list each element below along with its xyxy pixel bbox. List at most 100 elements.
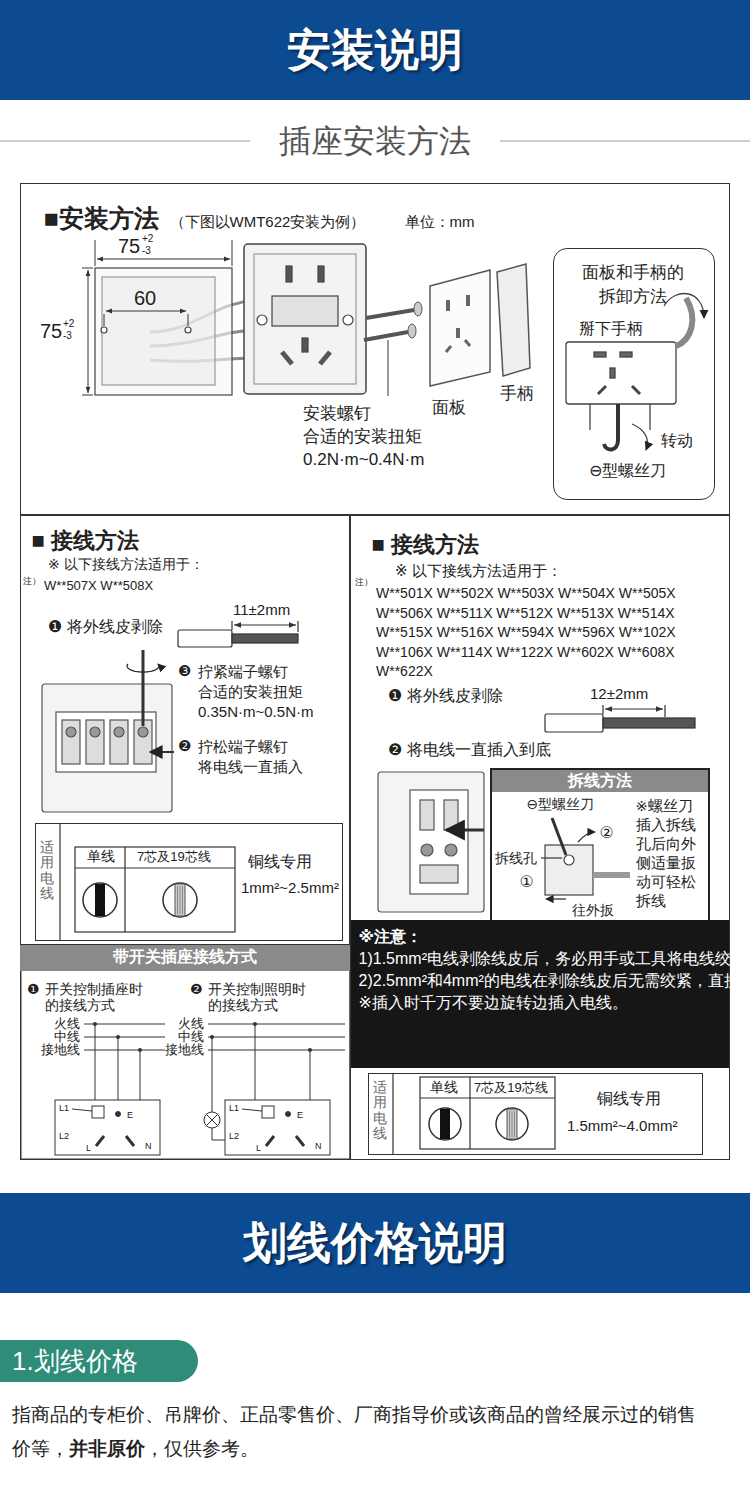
callout-number: ② <box>600 823 614 842</box>
stripped-wire <box>602 705 603 714</box>
face-panel-drawing <box>430 270 490 386</box>
mounting-screws <box>414 302 422 316</box>
wall-box-drawing <box>95 268 232 395</box>
removal-illustration <box>620 352 632 357</box>
pin-label: L2 <box>59 1131 69 1141</box>
note-text: ※ 以下接线方法适用于： <box>395 562 562 580</box>
notice-box: ※注意：1)1.5mm²电线剥除线皮后，务必用手或工具将电线绞紧后再插入端子孔。… <box>351 920 729 1068</box>
table-grid <box>392 1073 393 1155</box>
dimension-label: 75 <box>118 236 140 256</box>
wire-section-icon <box>507 1109 517 1139</box>
removal-illustration <box>594 352 606 357</box>
wire-section-icon <box>440 1109 450 1139</box>
handle-drawing <box>497 264 530 376</box>
removal-illustration <box>598 386 640 394</box>
paragraph: 指商品的专柜价、吊牌价、正品零售价、厂商指导价或该商品的曾经展示过的销售价等，并… <box>12 1398 704 1466</box>
switch-socket-box <box>55 1100 160 1155</box>
junction-dot <box>308 1048 312 1052</box>
socket-terminal-drawing <box>378 772 484 912</box>
wire-section-icon <box>429 1108 461 1140</box>
switch-socket-symbol <box>72 1106 304 1146</box>
wire-label: 中线 <box>150 1030 204 1043</box>
circuit-wires <box>212 1037 213 1112</box>
face-panel-drawing <box>446 340 470 352</box>
callout-number: ❸ <box>178 662 191 680</box>
socket-base-drawing <box>244 244 366 394</box>
lamp-symbol <box>204 1112 220 1128</box>
removal-illustration <box>676 298 692 346</box>
tolerance-label: -3 <box>142 245 151 256</box>
pin-label: L1 <box>59 1103 69 1113</box>
table-grid <box>59 823 60 941</box>
removal-illustration <box>649 404 650 430</box>
wire-label: 接地线 <box>150 1043 204 1056</box>
circuit-wires <box>255 1024 256 1100</box>
pin-label: L2 <box>229 1131 239 1141</box>
wall-box-drawing <box>101 327 107 333</box>
terminal-drawing <box>150 751 174 753</box>
table-header: 适用电线 <box>373 1080 387 1142</box>
wire-section-icon <box>510 1111 515 1137</box>
terminal-drawing <box>86 720 104 764</box>
notice-heading: ※注意： <box>359 926 721 948</box>
removal-panel: 面板和手柄的拆卸方法掰下手柄转动⊖型螺丝刀 <box>553 248 715 500</box>
wall-box-drawing <box>95 268 232 395</box>
socket-base-drawing <box>257 315 267 325</box>
face-panel-drawing <box>430 270 490 386</box>
step-label: 转动 <box>661 431 693 450</box>
circuit-wires <box>208 1024 345 1025</box>
section-heading: ■ 接线方法 <box>372 532 479 558</box>
stripped-wire <box>231 621 232 630</box>
face-panel-drawing <box>446 300 450 311</box>
circuit-wires <box>140 1050 141 1100</box>
switch-socket-symbol <box>242 1109 262 1111</box>
face-panel-drawing <box>466 295 470 306</box>
dimension-lines <box>106 311 186 312</box>
tool-label: ⊖型螺丝刀 <box>589 461 666 480</box>
callout-number: ❶ <box>27 981 40 998</box>
socket-base-drawing <box>343 315 353 325</box>
dimension-lines <box>82 240 232 395</box>
section-heading: ■安装方法 <box>44 203 159 233</box>
section-title: 插座安装方法 <box>262 121 488 161</box>
terminal-drawing <box>42 684 172 812</box>
wall-box-drawing <box>102 277 215 385</box>
table-grid <box>420 1097 555 1098</box>
wire-label: 接地线 <box>26 1043 80 1056</box>
table-cell: 单线 <box>430 1079 458 1096</box>
socket-base-drawing <box>272 296 338 326</box>
frame-outline <box>21 945 350 1159</box>
paragraph-text: ，仅供参考。 <box>145 1438 259 1459</box>
step-label: 拧紧端子螺钉 合适的安装扭矩 0.35N·m~0.5N·m <box>198 662 338 722</box>
wire-release-illustration <box>546 898 566 899</box>
dimension-lines <box>232 240 233 266</box>
pin-label: L1 <box>229 1103 239 1113</box>
callout-number: ❷ <box>190 981 203 998</box>
step-label: 掰下手柄 <box>579 319 643 338</box>
terminal-drawing <box>66 727 76 737</box>
circuit-wires <box>84 1037 165 1038</box>
wire-release-illustration <box>564 855 574 865</box>
switch-socket-symbol <box>72 1109 92 1111</box>
callout-number: ① <box>520 872 534 891</box>
removal-illustration <box>589 404 590 430</box>
table-grid <box>469 1077 470 1149</box>
banner-title: 划线价格说明 <box>0 1215 750 1271</box>
removal-illustration <box>632 424 647 450</box>
wire-release-illustration <box>552 818 566 855</box>
dimension-label: 12±2mm <box>590 685 648 703</box>
junction-dot <box>138 1048 142 1052</box>
socket-terminal-drawing <box>420 865 458 883</box>
stripped-wire <box>545 705 695 732</box>
wire-release-illustration <box>593 872 630 878</box>
dimension-label: 11±2mm <box>233 601 290 619</box>
pin-label: E <box>297 1110 303 1120</box>
socket-base-drawing <box>244 244 366 394</box>
removal-illustration <box>566 342 676 404</box>
removal-illustration <box>566 294 704 451</box>
part-label: 手柄 <box>500 384 534 404</box>
socket-base-drawing <box>282 352 330 364</box>
terminal-drawing <box>42 650 174 812</box>
note-text: （下图以WMT622安装为例） <box>170 213 366 231</box>
box-heading: 拆线方法 <box>492 770 708 792</box>
